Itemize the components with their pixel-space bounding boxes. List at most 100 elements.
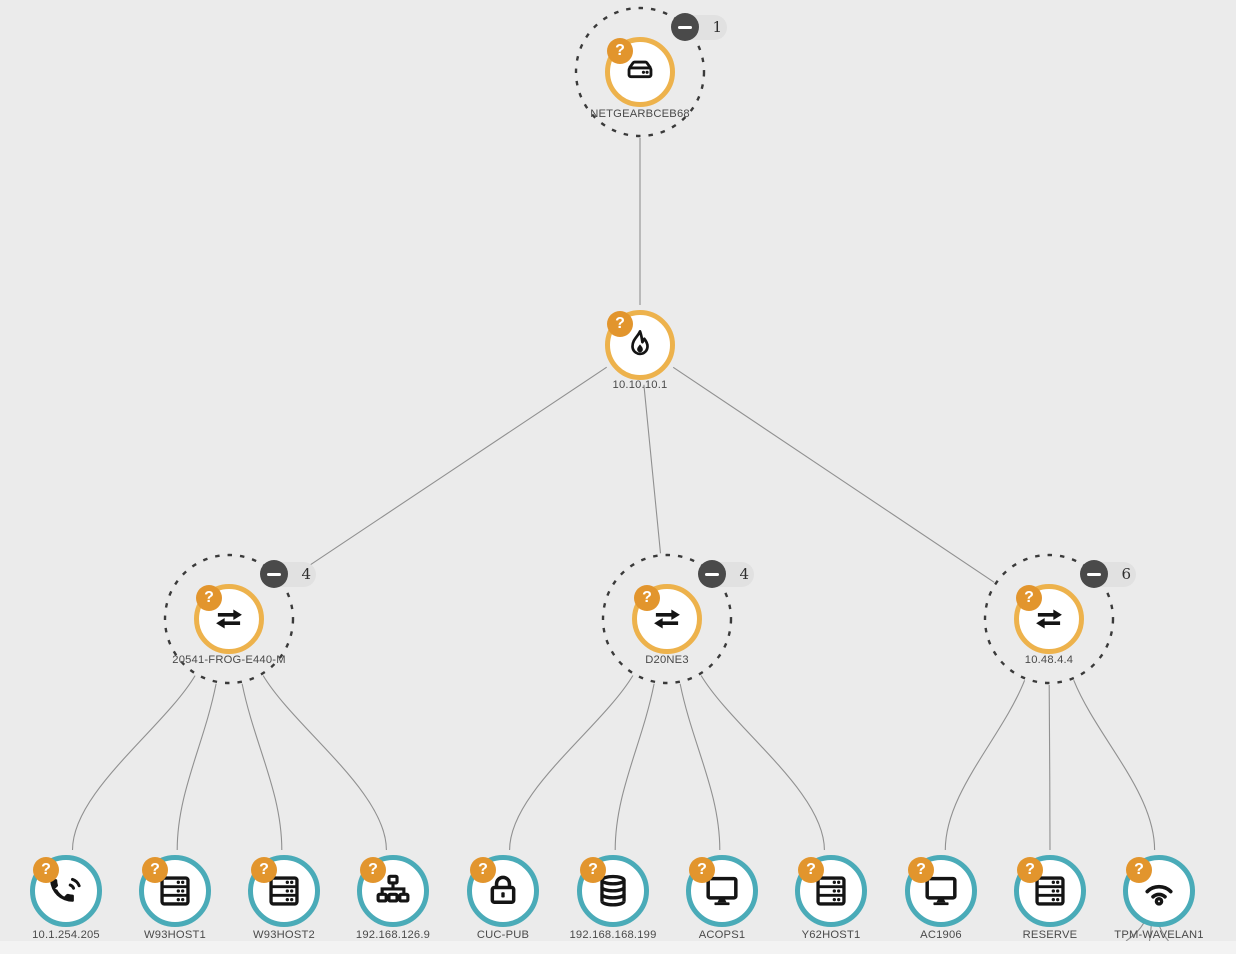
minus-bar: [678, 25, 692, 30]
minus-icon[interactable]: [698, 560, 726, 588]
unknown-status-badge: ?: [634, 585, 660, 611]
unknown-status-badge: ?: [1017, 857, 1043, 883]
minus-icon[interactable]: [671, 13, 699, 41]
device-node-leaf-5[interactable]: ?: [467, 855, 539, 927]
edge-line: [262, 675, 387, 851]
edge-line: [1073, 679, 1156, 851]
device-label: 192.168.126.9: [355, 929, 431, 941]
child-count: 6: [1121, 564, 1131, 583]
edge-line: [283, 366, 608, 583]
server-icon: [810, 870, 852, 912]
unknown-status-badge: ?: [607, 311, 633, 337]
wifi-icon: [1138, 870, 1180, 912]
unknown-status-badge: ?: [360, 857, 386, 883]
device-node-leaf-4[interactable]: ?: [357, 855, 429, 927]
device-label: 10.1.254.205: [32, 929, 100, 941]
device-label: AC1906: [920, 929, 962, 941]
database-icon: [592, 870, 634, 912]
firewall-icon: [622, 327, 658, 363]
edge-line: [700, 675, 825, 851]
device-node-leaf-7[interactable]: ?: [686, 855, 758, 927]
device-label: W93HOST2: [253, 929, 315, 941]
edge-line: [944, 680, 1026, 851]
sitemap-icon: [372, 870, 414, 912]
device-label: 192.168.168.199: [569, 929, 657, 941]
minus-icon[interactable]: [260, 560, 288, 588]
unknown-status-badge: ?: [798, 857, 824, 883]
device-label: TPM-WAVELAN1: [1114, 929, 1204, 941]
server-icon: [263, 870, 305, 912]
device-label: D20NE3: [645, 654, 689, 666]
switch-icon: [211, 601, 247, 637]
edge-line: [241, 683, 283, 851]
edge-line: [679, 683, 721, 851]
device-node-leaf-8[interactable]: ?: [795, 855, 867, 927]
device-node-switch-3[interactable]: ?: [1014, 584, 1084, 654]
unknown-status-badge: ?: [142, 857, 168, 883]
monitor-icon: [701, 870, 743, 912]
collapse-group-button[interactable]: 4: [260, 560, 318, 588]
minus-bar: [267, 572, 281, 577]
edge-line: [176, 683, 217, 851]
device-label: W93HOST1: [144, 929, 206, 941]
unknown-status-badge: ?: [580, 857, 606, 883]
device-node-leaf-6[interactable]: ?: [577, 855, 649, 927]
switch-icon: [649, 601, 685, 637]
device-label: 10.10.10.1: [612, 379, 668, 391]
edge-line: [71, 675, 196, 851]
device-label: CUC-PUB: [476, 929, 530, 941]
device-label: NETGEARBCEB68: [590, 108, 690, 120]
group-dashed-ring: [163, 553, 295, 685]
unknown-status-badge: ?: [908, 857, 934, 883]
device-label: ACOPS1: [698, 929, 746, 941]
minus-icon[interactable]: [1080, 560, 1108, 588]
minus-bar: [1087, 572, 1101, 577]
child-count: 1: [712, 17, 722, 36]
edge-line: [672, 366, 995, 583]
device-node-netgear[interactable]: ?: [605, 37, 675, 107]
device-node-leaf-1[interactable]: ?: [30, 855, 102, 927]
collapse-group-button[interactable]: 6: [1080, 560, 1138, 588]
device-label: RESERVE: [1022, 929, 1078, 941]
minus-bar: [705, 572, 719, 577]
device-node-leaf-2[interactable]: ?: [139, 855, 211, 927]
device-node-switch-2[interactable]: ?: [632, 584, 702, 654]
device-label: Y62HOST1: [801, 929, 861, 941]
lock-icon: [482, 870, 524, 912]
unknown-status-badge: ?: [607, 38, 633, 64]
device-node-leaf-9[interactable]: ?: [905, 855, 977, 927]
device-node-leaf-3[interactable]: ?: [248, 855, 320, 927]
monitor-icon: [920, 870, 962, 912]
server-icon: [1029, 870, 1071, 912]
device-node-firewall[interactable]: ?: [605, 310, 675, 380]
device-node-leaf-10[interactable]: ?: [1014, 855, 1086, 927]
unknown-status-badge: ?: [1126, 857, 1152, 883]
voip-phone-icon: [45, 870, 87, 912]
unknown-status-badge: ?: [470, 857, 496, 883]
server-icon: [154, 870, 196, 912]
group-dashed-ring: [983, 553, 1115, 685]
unknown-status-badge: ?: [33, 857, 59, 883]
edge-line: [509, 675, 634, 851]
unknown-status-badge: ?: [251, 857, 277, 883]
collapse-group-button[interactable]: 4: [698, 560, 756, 588]
device-label: 10.48.4.4: [1024, 654, 1074, 666]
group-dashed-ring: [574, 6, 706, 138]
device-node-switch-1[interactable]: ?: [194, 584, 264, 654]
unknown-status-badge: ?: [1016, 585, 1042, 611]
edge-line: [614, 683, 655, 851]
switch-icon: [1031, 601, 1067, 637]
edge-line: [643, 384, 662, 554]
device-node-leaf-11[interactable]: ?: [1123, 855, 1195, 927]
child-count: 4: [739, 564, 749, 583]
unknown-status-badge: ?: [196, 585, 222, 611]
edge-line: [1048, 684, 1051, 851]
unknown-status-badge: ?: [689, 857, 715, 883]
device-label: 20541-FROG-E440-M: [172, 654, 286, 666]
horizontal-scrollbar-track[interactable]: [0, 941, 1236, 954]
child-count: 4: [301, 564, 311, 583]
collapse-group-button[interactable]: 1: [671, 13, 729, 41]
nas-icon: [622, 54, 658, 90]
